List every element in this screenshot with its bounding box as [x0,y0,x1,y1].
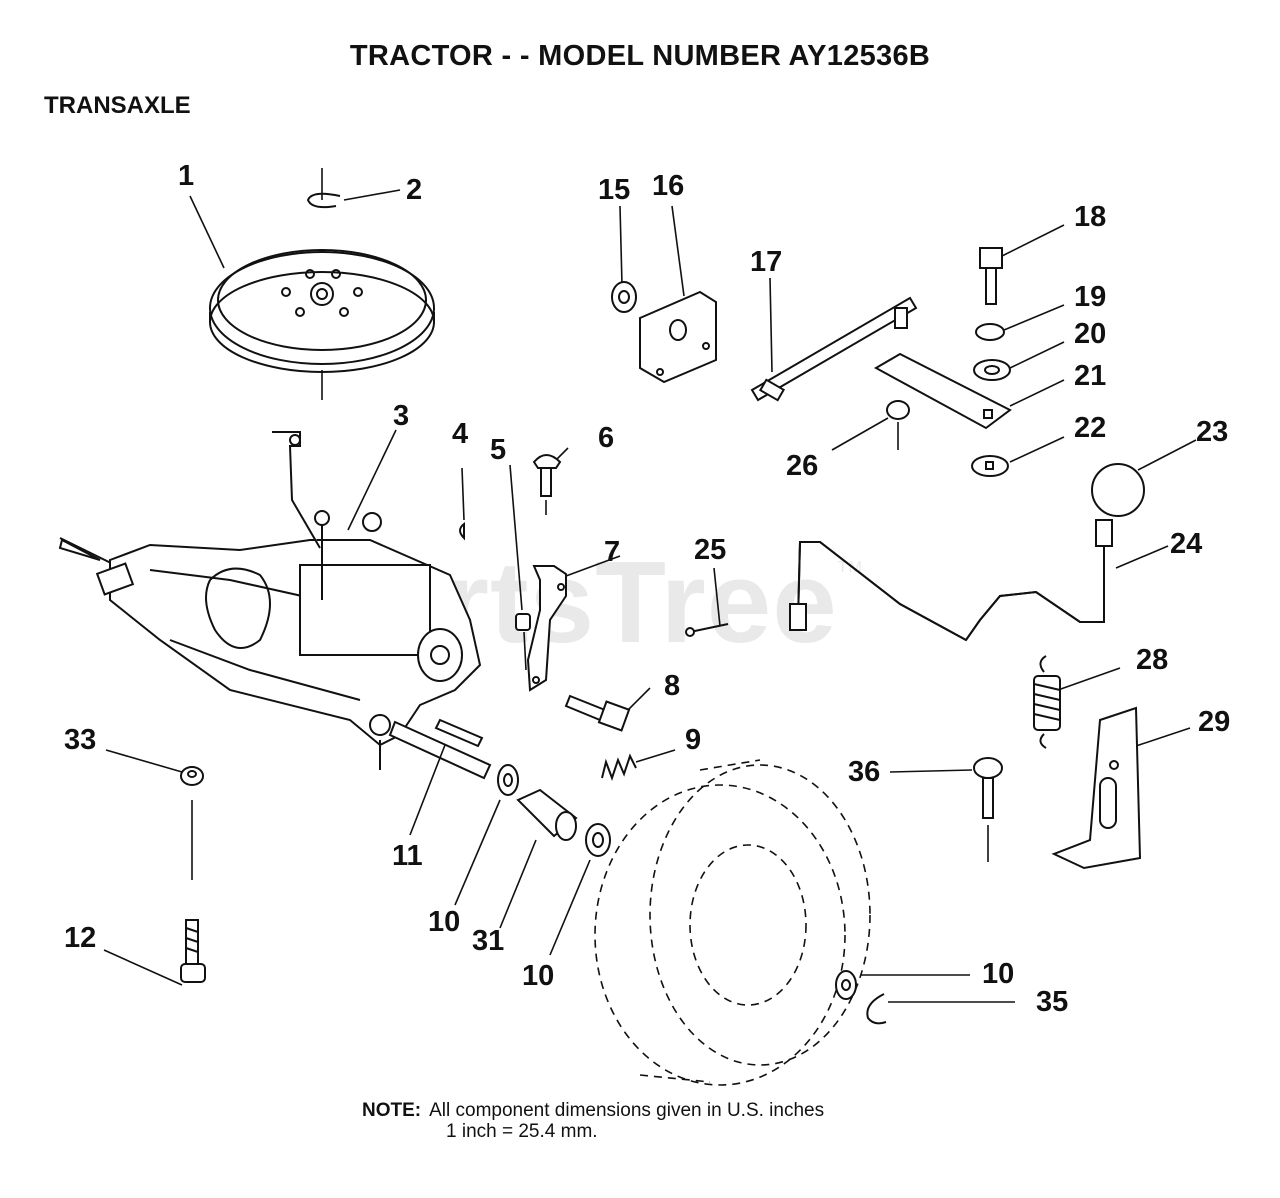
note-line-1: All component dimensions given in U.S. i… [429,1100,825,1121]
part-10-washer-c [835,970,970,1000]
callout-20: 20 [1074,318,1107,350]
part-31-spacer [499,788,578,929]
part-23-knob [1091,439,1197,517]
part-3-transaxle-assembly [58,431,482,770]
part-7-bracket [526,555,621,692]
section-title: TRANSAXLE [44,92,191,119]
callout-10-a: 10 [428,906,461,938]
part-28-spring [1033,655,1121,749]
callout-10-b: 10 [522,960,555,992]
callout-31: 31 [472,925,505,957]
callout-15: 15 [598,174,631,206]
part-1-pulley [209,168,435,400]
callout-35: 35 [1036,986,1069,1018]
part-16-bracket [639,205,717,384]
callout-23: 23 [1196,416,1229,448]
dimension-note: NOTE: All component dimensions given in U… [362,1100,824,1142]
part-35-retaining-clip [866,993,1015,1025]
part-2-retaining-ring [306,192,341,209]
part-6-carriage-bolt [532,447,569,515]
callout-1: 1 [178,160,195,192]
callout-19: 19 [1074,281,1107,313]
part-19-lock-washer [975,304,1065,341]
callout-7: 7 [604,536,621,568]
part-22-washer [971,436,1065,477]
callout-26: 26 [786,450,819,482]
part-33-nut [105,749,204,880]
note-line-2: 1 inch = 25.4 mm. [446,1121,598,1142]
callout-25: 25 [694,534,727,566]
part-21-plate [873,352,1065,430]
part-24-shift-lever [789,519,1169,642]
callout-33: 33 [64,724,97,756]
wheel-outline [594,759,871,1086]
callout-28: 28 [1136,644,1169,676]
part-18-bolt [979,224,1065,305]
callout-21: 21 [1074,360,1107,392]
callout-6: 6 [598,422,615,454]
callout-3: 3 [393,400,410,432]
watermark-trademark: TM [837,559,863,576]
callout-9: 9 [685,724,702,756]
callout-8: 8 [664,670,681,702]
part-25-pin [685,567,729,637]
note-label: NOTE: [362,1100,422,1121]
callout-16: 16 [652,170,685,202]
callout-36: 36 [848,756,881,788]
part-26-nut [831,400,910,451]
callout-5: 5 [490,434,507,466]
callout-24: 24 [1170,528,1203,560]
part-29-bracket [1051,706,1191,870]
part-10-washer-a [454,764,519,906]
page-title: TRACTOR - - MODEL NUMBER AY12536B [349,40,931,72]
part-10-washer-b [549,823,611,956]
part-20-washer [973,341,1065,381]
part-4-key [459,467,465,541]
callout-22: 22 [1074,412,1107,444]
part-9-spring [601,749,676,781]
callout-10-c: 10 [982,958,1015,990]
part-36-screw [889,757,1003,862]
part-5-nut [509,464,531,671]
part-12-bolt [103,919,206,986]
callout-12: 12 [64,922,97,954]
part-17-link-rod [750,277,918,402]
callout-18: 18 [1074,201,1107,233]
callout-11: 11 [392,840,423,872]
callout-29: 29 [1198,706,1231,738]
callout-17: 17 [750,246,783,278]
part-11-axle-shaft [388,718,492,836]
part-8-bolt [564,687,651,732]
part-15-washer [611,205,637,313]
callout-4: 4 [452,418,469,450]
callout-2: 2 [406,174,423,206]
